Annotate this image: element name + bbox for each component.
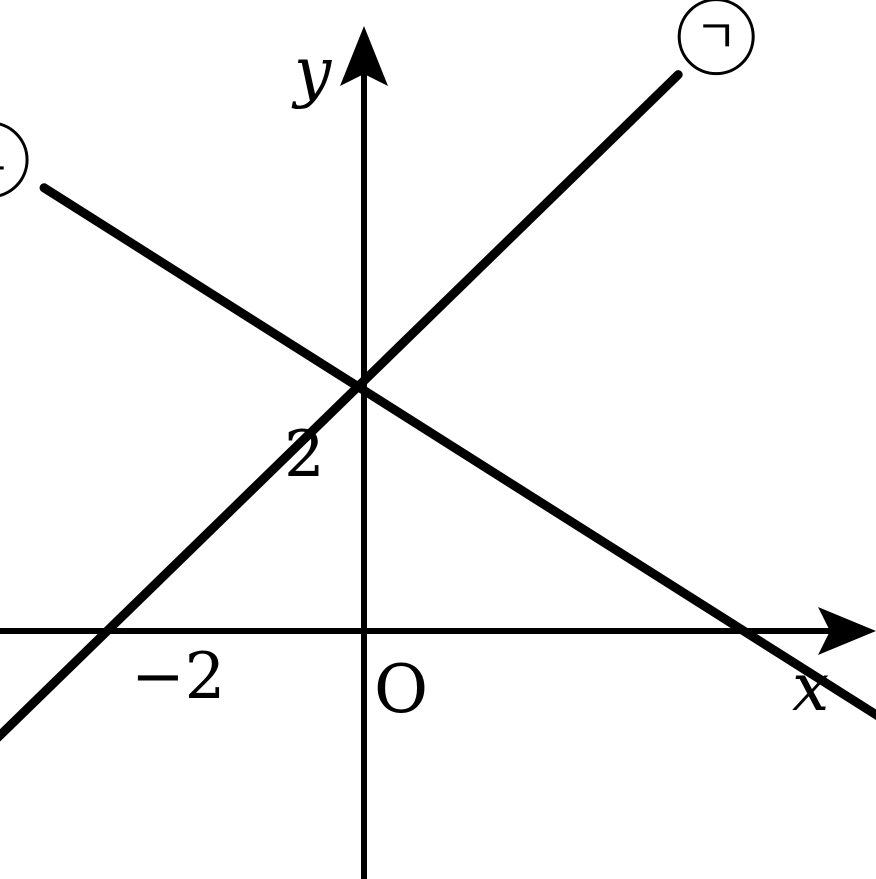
series-label-giyeok: ㄱ (677, 0, 755, 76)
x-axis-label: x (792, 649, 829, 726)
y-axis-label: y (291, 33, 332, 110)
series-label-nieun: ㄴ (0, 122, 29, 198)
series-label-giyeok-text: ㄱ (695, 10, 737, 64)
series-label-giyeok-circle (677, 0, 755, 76)
y-axis-arrow (340, 26, 388, 86)
origin-label: O (374, 651, 428, 728)
y-tick-label: 2 (284, 418, 325, 492)
series-line-giyeok (0, 70, 683, 742)
series-label-nieun-text: ㄴ (0, 133, 11, 187)
x-tick-label: −2 (131, 640, 225, 714)
series-line-nieun (39, 183, 876, 721)
x-axis-arrow (818, 607, 876, 655)
series-label-nieun-circle (0, 122, 29, 198)
